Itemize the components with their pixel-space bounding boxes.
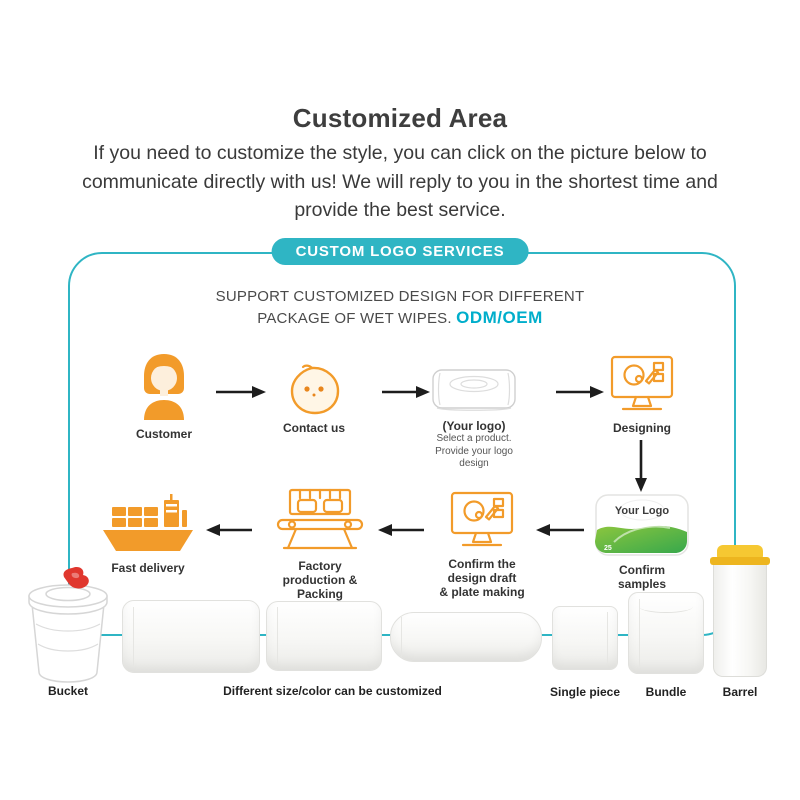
sample-pack-count-text: 25 <box>604 545 612 552</box>
wipes-pack-large-image <box>122 600 260 673</box>
sample-pack-icon: Your Logo 25 <box>595 494 689 556</box>
arrow-down-icon <box>633 440 649 497</box>
page-title: Customized Area <box>292 103 508 133</box>
support-line1: SUPPORT CUSTOMIZED DESIGN FOR DIFFERENT <box>215 288 585 305</box>
flow-step-fast-delivery: Fast delivery <box>100 494 196 575</box>
contact-us-icon <box>290 364 340 415</box>
design-monitor-icon <box>610 355 674 411</box>
flow-step-label2: Packing <box>296 587 344 601</box>
customer-icon <box>144 354 184 420</box>
flow-step-label: Designing <box>612 421 671 435</box>
flow-step-select-product: (Your logo) Select a product. Provide yo… <box>420 360 528 471</box>
intro-text: If you need to customize the style, you … <box>82 142 718 221</box>
product-label-different-sizes: Different size/color can be customized <box>223 684 442 698</box>
barrel-lid-rim <box>710 557 770 565</box>
flow-step-factory-production: Factory production & Packing <box>268 488 372 601</box>
flow-step-contact-us: Contact us <box>274 364 354 435</box>
flow-step-label: Confirm the design draft <box>447 557 517 585</box>
factory-conveyor-icon <box>276 488 364 550</box>
flow-step-customer: Customer <box>126 350 202 441</box>
wipes-pack-long-image <box>390 612 542 662</box>
flow-step-label: Customer <box>135 427 192 441</box>
cargo-ship-icon <box>103 494 193 551</box>
flow-step-label: Contact us <box>282 421 345 435</box>
product-label-barrel: Barrel <box>722 685 758 699</box>
single-piece-image <box>552 606 618 670</box>
flow-step-subtext: Provide your logo design <box>435 445 513 470</box>
product-label-bundle: Bundle <box>645 685 687 699</box>
arrow-left-icon <box>206 522 252 543</box>
arrow-right-icon <box>216 384 266 405</box>
wipes-pack-outline-icon <box>432 369 516 411</box>
sample-pack-logo-text: Your Logo <box>615 505 669 517</box>
bundle-pack-image <box>628 592 704 674</box>
flow-step-label: (Your logo) <box>442 419 506 433</box>
flow-step-label: Confirm samples <box>617 563 667 591</box>
flow-step-confirm-design-draft: Confirm the design draft & plate making <box>430 490 534 599</box>
odm-oem-text: ODM/OEM <box>456 308 543 327</box>
flow-step-label: Factory production & <box>282 559 358 587</box>
barrel-image <box>710 545 770 677</box>
flow-step-label2: & plate making <box>439 585 525 599</box>
bucket-image <box>16 566 120 689</box>
custom-logo-services-badge: CUSTOM LOGO SERVICES <box>271 238 529 265</box>
barrel-yellow-lid <box>717 545 763 558</box>
flow-step-label: Fast delivery <box>111 561 185 575</box>
support-text: SUPPORT CUSTOMIZED DESIGN FOR DIFFERENT … <box>0 286 800 329</box>
design-draft-monitor-icon <box>450 491 514 547</box>
product-label-single-piece: Single piece <box>549 685 621 699</box>
barrel-body <box>713 565 767 677</box>
arrow-left-icon <box>536 522 584 543</box>
flow-step-confirm-samples: Your Logo 25 Confirm samples <box>594 492 690 591</box>
arrow-right-icon <box>556 384 604 405</box>
arrow-right-icon <box>382 384 430 405</box>
product-label-bucket: Bucket <box>47 684 88 698</box>
flow-step-designing: Designing <box>602 354 682 435</box>
arrow-left-icon <box>378 522 424 543</box>
flow-step-subtext: Select a product. <box>436 433 512 444</box>
wipes-pack-medium-image <box>266 601 382 671</box>
support-line2: PACKAGE OF WET WIPES. <box>257 310 452 327</box>
